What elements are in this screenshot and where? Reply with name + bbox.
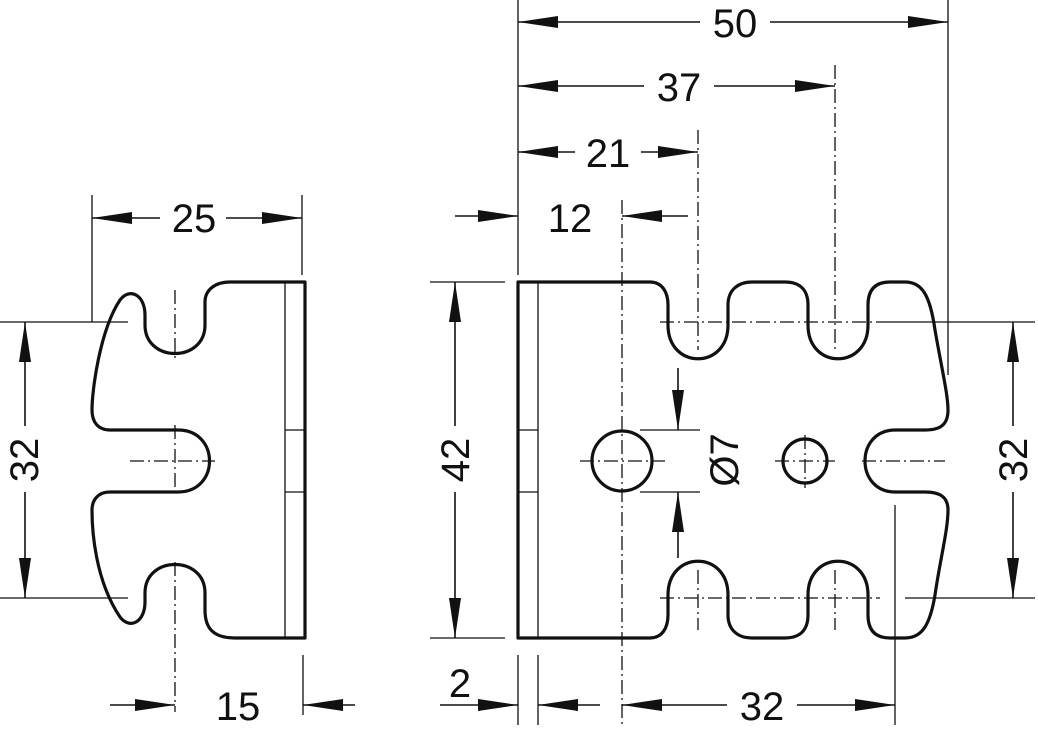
arrow-42-top bbox=[449, 282, 461, 322]
arrow-15-left bbox=[135, 699, 175, 711]
dim-label-hole-offset: 12 bbox=[548, 197, 593, 241]
arrow-37-right bbox=[795, 80, 835, 92]
dim-label-overall-width: 50 bbox=[713, 2, 758, 46]
arrow-12-left bbox=[478, 210, 518, 222]
arrow-21-right bbox=[658, 146, 698, 158]
mask-32-right bbox=[991, 426, 1035, 492]
mask-37 bbox=[644, 64, 714, 108]
mask-50 bbox=[700, 0, 770, 44]
arrow-37-left bbox=[518, 80, 558, 92]
arrow-32-left-bottom bbox=[19, 558, 31, 598]
mask-32-left bbox=[3, 426, 47, 492]
arrow-50-left bbox=[518, 16, 558, 28]
dim-label-hole-diameter: Ø7 bbox=[703, 433, 747, 486]
dim-label-height: 42 bbox=[434, 438, 478, 483]
arrow-dia-bottom bbox=[672, 492, 684, 532]
dim-label-first-slot: 21 bbox=[586, 132, 631, 176]
front-view: 50 37 21 12 2 32 bbox=[430, 0, 1036, 729]
dim-label-side-width: 25 bbox=[172, 197, 217, 241]
arrow-25-right bbox=[262, 212, 302, 224]
dim-label-plate-thickness: 2 bbox=[449, 662, 471, 706]
arrow-32-left-top bbox=[19, 322, 31, 362]
side-view-outline bbox=[90, 280, 307, 640]
arrow-32-right-bottom bbox=[1007, 558, 1019, 598]
arrow-32-right-top bbox=[1007, 322, 1019, 362]
dim-label-vertical-pitch-left: 32 bbox=[3, 438, 47, 483]
dim-label-slot-pitch: 32 bbox=[740, 685, 785, 729]
dim-label-side-slot: 15 bbox=[216, 685, 261, 729]
side-view: 25 15 32 bbox=[0, 195, 355, 729]
arrow-42-bottom bbox=[449, 598, 461, 638]
dim-label-second-slot: 37 bbox=[657, 66, 702, 110]
arrow-2-left bbox=[478, 699, 518, 711]
arrow-50-right bbox=[908, 16, 948, 28]
arrow-25-left bbox=[92, 212, 132, 224]
arrow-21-left bbox=[518, 146, 558, 158]
arrow-slot-pitch-left bbox=[622, 699, 662, 711]
arrow-2-right bbox=[538, 699, 578, 711]
mask-42 bbox=[433, 426, 477, 492]
arrow-dia-top bbox=[672, 390, 684, 430]
arrow-15-right bbox=[303, 699, 343, 711]
mask-21 bbox=[575, 130, 641, 174]
mask-slot-pitch bbox=[727, 684, 797, 728]
arrow-12-right bbox=[622, 210, 662, 222]
dim-label-vertical-pitch-right: 32 bbox=[992, 438, 1036, 483]
mask-25 bbox=[160, 195, 226, 239]
arrow-slot-pitch-right bbox=[855, 699, 895, 711]
